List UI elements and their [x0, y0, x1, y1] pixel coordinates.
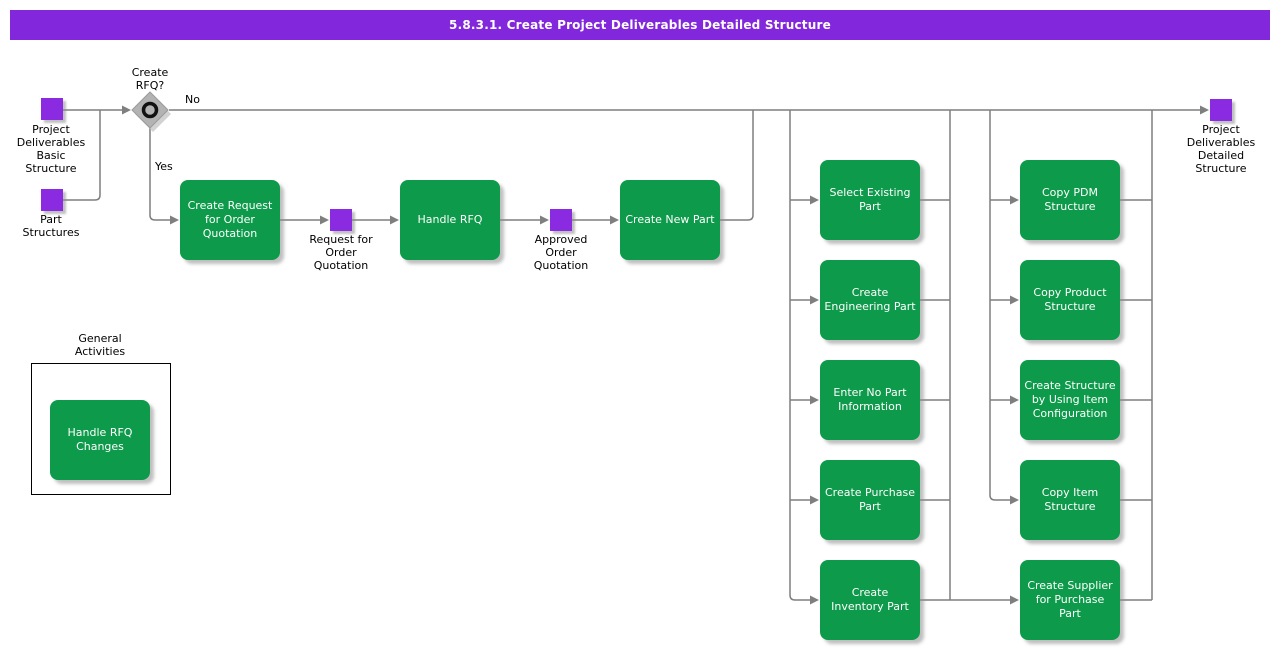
diagram-title: 5.8.3.1. Create Project Deliverables Det…	[449, 18, 831, 32]
activity-create-structure-by-using-item-configuration[interactable]: Create Structure by Using Item Configura…	[1020, 360, 1120, 440]
artifact-request-for-order-quotation[interactable]	[330, 209, 352, 231]
diagram-title-bar: 5.8.3.1. Create Project Deliverables Det…	[10, 10, 1270, 40]
activity-copy-pdm-structure[interactable]: Copy PDM Structure	[1020, 160, 1120, 240]
decision-yes-label: Yes	[155, 160, 173, 173]
arrowheads	[122, 105, 1209, 605]
activity-create-purchase-part[interactable]: Create Purchase Part	[820, 460, 920, 540]
activity-select-existing-part[interactable]: Select Existing Part	[820, 160, 920, 240]
activity-copy-item-structure[interactable]: Copy Item Structure	[1020, 460, 1120, 540]
activity-handle-rfq-changes[interactable]: Handle RFQ Changes	[50, 400, 150, 480]
artifact-label-part-structures: Part Structures	[22, 213, 80, 239]
artifact-label-basic-structure: Project Deliverables Basic Structure	[16, 123, 86, 175]
activity-create-new-part[interactable]: Create New Part	[620, 180, 720, 260]
activity-create-request-for-order-quotation[interactable]: Create Request for Order Quotation	[180, 180, 280, 260]
decision-question-label: Create RFQ?	[131, 66, 169, 92]
activity-create-inventory-part[interactable]: Create Inventory Part	[820, 560, 920, 640]
activity-copy-product-structure[interactable]: Copy Product Structure	[1020, 260, 1120, 340]
artifact-part-structures[interactable]	[41, 189, 63, 211]
artifact-label-detailed-structure: Project Deliverables Detailed Structure	[1186, 123, 1256, 175]
artifact-project-deliverables-basic-structure[interactable]	[41, 98, 63, 120]
activity-create-supplier-for-purchase-part[interactable]: Create Supplier for Purchase Part	[1020, 560, 1120, 640]
flow-lines	[63, 109, 1200, 601]
decision-no-label: No	[185, 93, 200, 106]
artifact-approved-order-quotation[interactable]	[550, 209, 572, 231]
activity-create-engineering-part[interactable]: Create Engineering Part	[820, 260, 920, 340]
artifact-project-deliverables-detailed-structure[interactable]	[1210, 99, 1232, 121]
artifact-label-request-for-order-quotation: Request for Order Quotation	[309, 233, 373, 272]
activity-handle-rfq[interactable]: Handle RFQ	[400, 180, 500, 260]
activity-enter-no-part-information[interactable]: Enter No Part Information	[820, 360, 920, 440]
artifact-label-approved-order-quotation: Approved Order Quotation	[533, 233, 589, 272]
decision-gateway-icon	[131, 91, 171, 132]
general-activities-title: General Activities	[74, 332, 126, 358]
